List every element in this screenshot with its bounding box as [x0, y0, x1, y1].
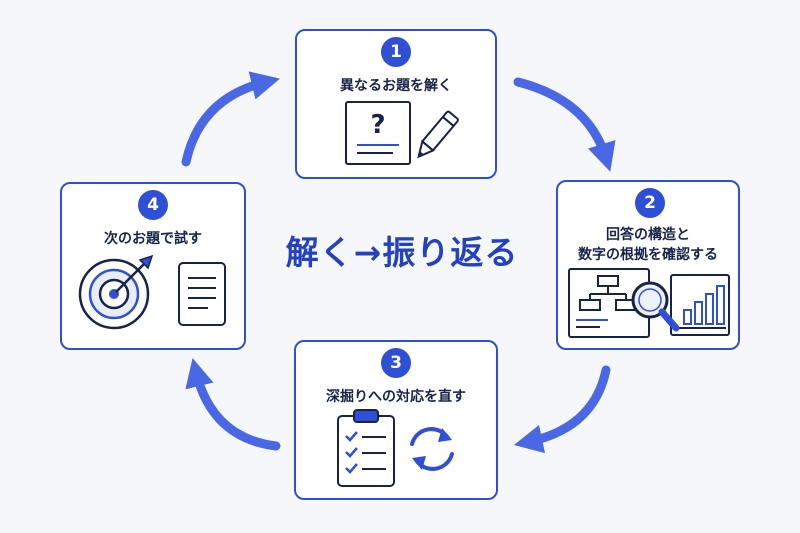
center-title: 解く→振り返る — [285, 233, 519, 272]
step-2-label-line2: 数字の根拠を確認する — [578, 247, 718, 263]
step-2-badge: 2 — [635, 188, 665, 218]
step-3-label: 深掘りへの対応を直す — [326, 389, 466, 405]
step-4-card: 4 次のお題で試す — [60, 182, 246, 350]
step-4-badge: 4 — [138, 190, 168, 220]
step-2-card: 2 回答の構造と 数字の根拠を確認する — [556, 180, 740, 350]
step-1-badge: 1 — [381, 37, 411, 67]
magnifier-icon — [631, 281, 680, 332]
step-1-label: 異なるお題を解く — [340, 78, 452, 94]
bar-chart-icon — [670, 274, 730, 336]
step-2-label-line1: 回答の構造と — [606, 227, 690, 243]
pencil-icon — [417, 110, 459, 159]
arrow-top-left — [181, 71, 280, 167]
arrow-bottom-left — [185, 358, 281, 451]
target-icon — [78, 254, 154, 330]
arrow-bottom-right — [513, 365, 611, 454]
step-1-card: 1 異なるお題を解く ? — [295, 29, 497, 179]
question-mark: ? — [370, 110, 385, 140]
flowchart-icon — [568, 268, 650, 338]
document-icon — [178, 262, 226, 326]
arrow-top-right — [513, 77, 616, 172]
step-3-badge: 3 — [381, 348, 411, 378]
paper-question-icon: ? — [345, 101, 411, 165]
step-4-label: 次のお題で試す — [104, 231, 202, 247]
step-3-card: 3 深掘りへの対応を直す — [294, 340, 498, 500]
refresh-icon — [410, 427, 454, 471]
clipboard-checklist-icon — [337, 409, 395, 487]
